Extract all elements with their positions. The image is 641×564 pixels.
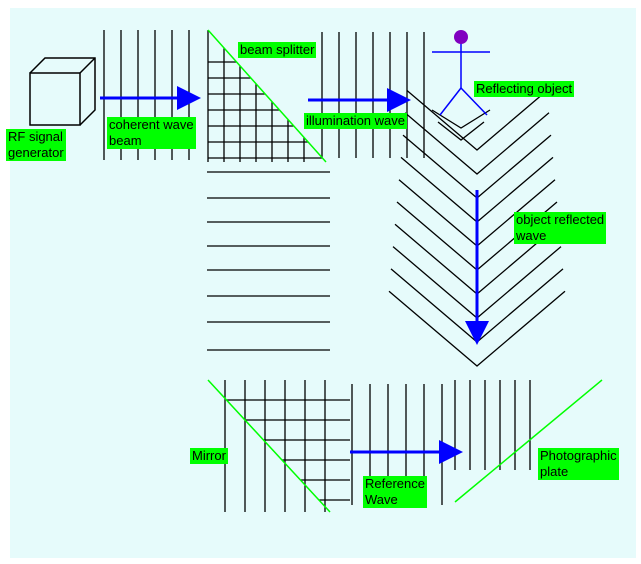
cube-front-face (29, 72, 81, 126)
optical-elements (207, 29, 603, 513)
label-object-reflected-wave: object reflected wave (514, 212, 607, 244)
photographic-plate-line (454, 379, 603, 503)
cube-top-edge (79, 57, 96, 74)
stick-figure-icon (432, 30, 490, 116)
object-reflected-wavefront (406, 90, 548, 151)
object-reflected-wavefront (388, 290, 566, 367)
label-photographic-plate: Photographic plate (538, 448, 619, 480)
beam-arrows (100, 86, 489, 464)
label-reflecting-object: Reflecting object (474, 81, 575, 97)
object-reflected-wavefront (404, 112, 550, 175)
figure-left-leg (439, 87, 462, 116)
label-rf-signal-generator: RF signal generator (6, 129, 66, 161)
label-illumination-wave: illumination wave (304, 113, 407, 129)
label-reference-wave: Reference Wave (363, 476, 427, 508)
label-coherent-wave-beam: coherent wave beam (107, 117, 196, 149)
object-near-wavefront (431, 109, 491, 129)
cube-icon (29, 57, 96, 126)
figure-right-leg (460, 87, 488, 116)
figure-head (454, 30, 468, 44)
label-mirror: Mirror (190, 448, 228, 464)
label-beam-splitter: beam splitter (238, 42, 317, 58)
mirror-line (207, 379, 331, 513)
object-near-wavefront (437, 121, 485, 141)
beam-splitter-line (207, 29, 327, 163)
